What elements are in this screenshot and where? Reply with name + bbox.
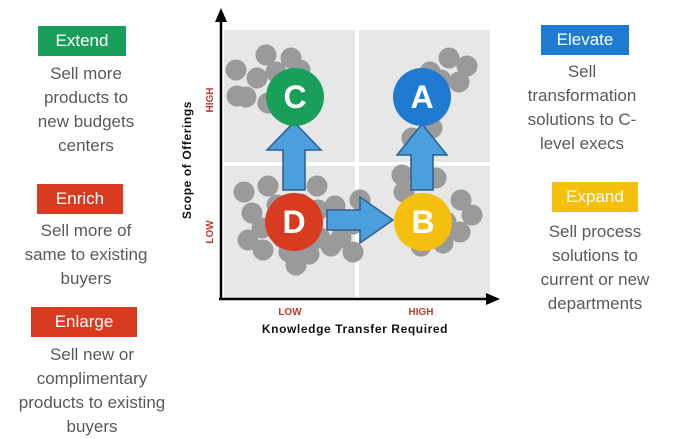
elevate-tag: Elevate <box>541 25 629 55</box>
background-bubble <box>225 59 247 81</box>
expand-line: departments <box>547 294 643 313</box>
expand-tag: Expand <box>552 182 638 212</box>
background-bubble <box>449 221 471 243</box>
expand-tag-label: Expand <box>566 187 624 206</box>
background-bubble <box>233 181 255 203</box>
elevate-line: Sell <box>567 62 597 81</box>
background-bubble <box>456 55 478 77</box>
node-d-letter: D <box>282 204 305 240</box>
arrow-b-to-a <box>395 122 449 191</box>
expand-line: current or new <box>540 270 650 289</box>
enlarge-line: Sell new or <box>49 345 135 364</box>
extend-line: centers <box>58 136 114 155</box>
node-c-circle <box>266 68 324 126</box>
enlarge-tag: Enlarge <box>31 307 137 337</box>
arrow-d-to-b <box>326 195 395 245</box>
expand-line: Sell process <box>548 222 642 241</box>
enrich-line: Sell more of <box>40 221 132 240</box>
background-bubble <box>391 164 413 186</box>
y-high-label: HIGH <box>205 88 216 113</box>
background-bubble <box>342 241 364 263</box>
background-bubble <box>257 175 279 197</box>
enrich-line: buyers <box>60 269 112 288</box>
node-b-letter: B <box>411 204 434 240</box>
background-bubble <box>448 71 470 93</box>
background-bubble <box>246 67 268 89</box>
enlarge-line: products to existing <box>18 393 166 412</box>
elevate-line: transformation <box>527 86 637 105</box>
expand-description: Sell process solutions to current or new… <box>516 220 674 316</box>
extend-line: new budgets <box>37 112 135 131</box>
node-a-letter: A <box>410 79 433 115</box>
enlarge-line: complimentary <box>36 369 148 388</box>
node-a-circle <box>393 68 451 126</box>
flow-arrows <box>265 120 449 245</box>
x-axis-arrowhead <box>486 293 500 305</box>
extend-description: Sell more products to new budgets center… <box>6 62 166 158</box>
enlarge-tag-label: Enlarge <box>54 312 114 331</box>
background-bubble <box>306 175 328 197</box>
background-bubble <box>252 239 274 261</box>
background-bubble <box>330 227 352 249</box>
background-bubble <box>438 47 460 69</box>
arrow-d-to-c <box>265 120 323 191</box>
enrich-tag-label: Enrich <box>55 189 105 208</box>
enrich-line: same to existing <box>24 245 148 264</box>
enrich-tag: Enrich <box>37 184 123 214</box>
extend-line: products to <box>43 88 129 107</box>
background-bubble <box>461 204 483 226</box>
enlarge-line: buyers <box>66 417 118 436</box>
strategy-nodes: C A D B <box>265 68 452 251</box>
background-bubble <box>237 229 259 251</box>
background-bubble <box>226 85 248 107</box>
elevate-line: level execs <box>539 134 625 153</box>
enlarge-description: Sell new or complimentary products to ex… <box>2 343 182 439</box>
expand-line: solutions to <box>552 246 638 265</box>
elevate-tag-label: Elevate <box>556 30 614 49</box>
node-c-letter: C <box>283 79 306 115</box>
background-bubble <box>255 44 277 66</box>
enrich-description: Sell more of same to existing buyers <box>6 219 166 291</box>
background-bubble <box>450 189 472 211</box>
node-b-circle <box>394 193 452 251</box>
y-axis-arrowhead <box>215 8 227 22</box>
x-low-label: LOW <box>278 307 302 318</box>
x-axis-label: Knowledge Transfer Required <box>262 322 448 336</box>
node-d-circle <box>265 193 323 251</box>
extend-tag: Extend <box>38 26 126 56</box>
extend-line: Sell more <box>50 64 122 83</box>
elevate-line: solutions to C- <box>527 110 637 129</box>
y-low-label: LOW <box>205 220 216 244</box>
background-bubble <box>241 202 263 224</box>
elevate-description: Sell transformation solutions to C- leve… <box>507 60 657 156</box>
x-high-label: HIGH <box>409 307 434 318</box>
y-axis-label: Scope of Offerings <box>180 101 194 219</box>
extend-tag-label: Extend <box>55 31 109 50</box>
background-bubble <box>285 254 307 276</box>
